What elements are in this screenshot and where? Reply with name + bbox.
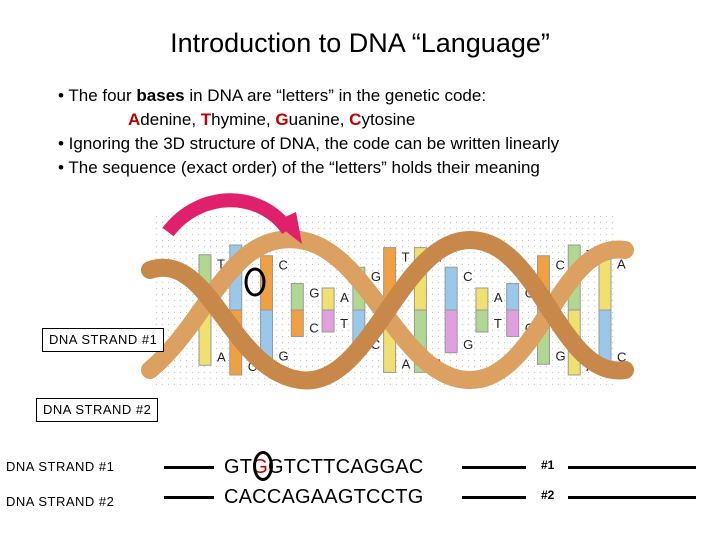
sequence-highlight-ring [253, 451, 273, 481]
base-letter-top: G [371, 269, 381, 284]
base-letter-bottom: T [494, 316, 502, 331]
bullet-3: • The sequence (exact order) of the “let… [58, 158, 540, 177]
bullet-2: • Ignoring the 3D structure of DNA, the … [58, 134, 560, 153]
bases-word: bases [136, 86, 185, 105]
sequence-strand-2: CACCAGAAGTCCTG [224, 486, 424, 508]
base-letter-top: T [217, 257, 225, 272]
strand-1-number: #1 [541, 458, 555, 472]
base-letter-bottom: C [371, 337, 380, 352]
base-letter-bottom: T [340, 316, 348, 331]
arrow-head-icon [274, 212, 302, 244]
bases-list: Adenine, Thymine, Guanine, Cytosine [128, 110, 416, 129]
base-letter-top: A [617, 257, 626, 272]
base-rung-top [444, 266, 458, 311]
sequence-strand-1: GTGGTCTTCAGGAC [224, 456, 424, 478]
base-letter-bottom: G [555, 348, 565, 363]
base-rung-bottom [475, 309, 489, 333]
bullet-1: • The four bases in DNA are “letters” in… [58, 86, 487, 105]
thymine-initial: T [200, 110, 212, 129]
guanine-initial: G [275, 110, 289, 129]
bullet-list: • The four bases in DNA are “letters” in… [58, 84, 559, 180]
highlight-circle [244, 267, 266, 297]
strand-2-callout: DNA STRAND #2 [36, 398, 159, 422]
base-letter-top: T [402, 250, 410, 265]
base-rung-bottom [506, 309, 520, 337]
strand-2-number: #2 [541, 488, 555, 502]
base-letter-top: C [463, 269, 472, 284]
base-letter-bottom: C [248, 359, 257, 374]
base-letter-top: A [340, 290, 349, 305]
base-rung-top [321, 287, 335, 311]
base-letter-bottom: C [309, 320, 318, 335]
curved-arrow [162, 193, 294, 237]
legend-strand-2-label: DNA STRAND #2 [6, 494, 115, 509]
base-letter-bottom: C [617, 349, 626, 364]
base-letter-top: C [279, 258, 288, 273]
adenine-initial: A [128, 110, 141, 129]
base-rung-top [475, 287, 489, 311]
base-letter-bottom: A [402, 356, 411, 371]
base-rung-bottom [321, 309, 335, 333]
base-letter-top: A [494, 290, 503, 305]
slide-title: Introduction to DNA “Language” [170, 28, 550, 58]
legend-strand-1-label: DNA STRAND #1 [6, 459, 115, 474]
base-rung-top [260, 255, 274, 311]
legend-line-1-left [164, 466, 214, 469]
legend-line-2-left [164, 496, 214, 499]
base-rung-top [290, 283, 304, 311]
legend-line-1-mid [462, 466, 526, 469]
legend-line-1-right [568, 466, 696, 469]
legend-line-2-mid [462, 496, 526, 499]
base-rung-top [506, 283, 520, 311]
strand-1-callout: DNA STRAND #1 [42, 328, 165, 352]
base-letter-bottom: G [463, 337, 473, 352]
cytosine-initial: C [349, 110, 362, 129]
backbone-strand-2 [141, 230, 634, 390]
base-rung-bottom [290, 309, 304, 337]
base-letter-top: C [555, 258, 564, 273]
legend-line-2-right [568, 496, 696, 499]
base-letter-top: G [309, 286, 319, 301]
base-rung-bottom [444, 309, 458, 354]
base-letter-bottom: G [279, 348, 289, 363]
base-letter-bottom: A [217, 349, 226, 364]
